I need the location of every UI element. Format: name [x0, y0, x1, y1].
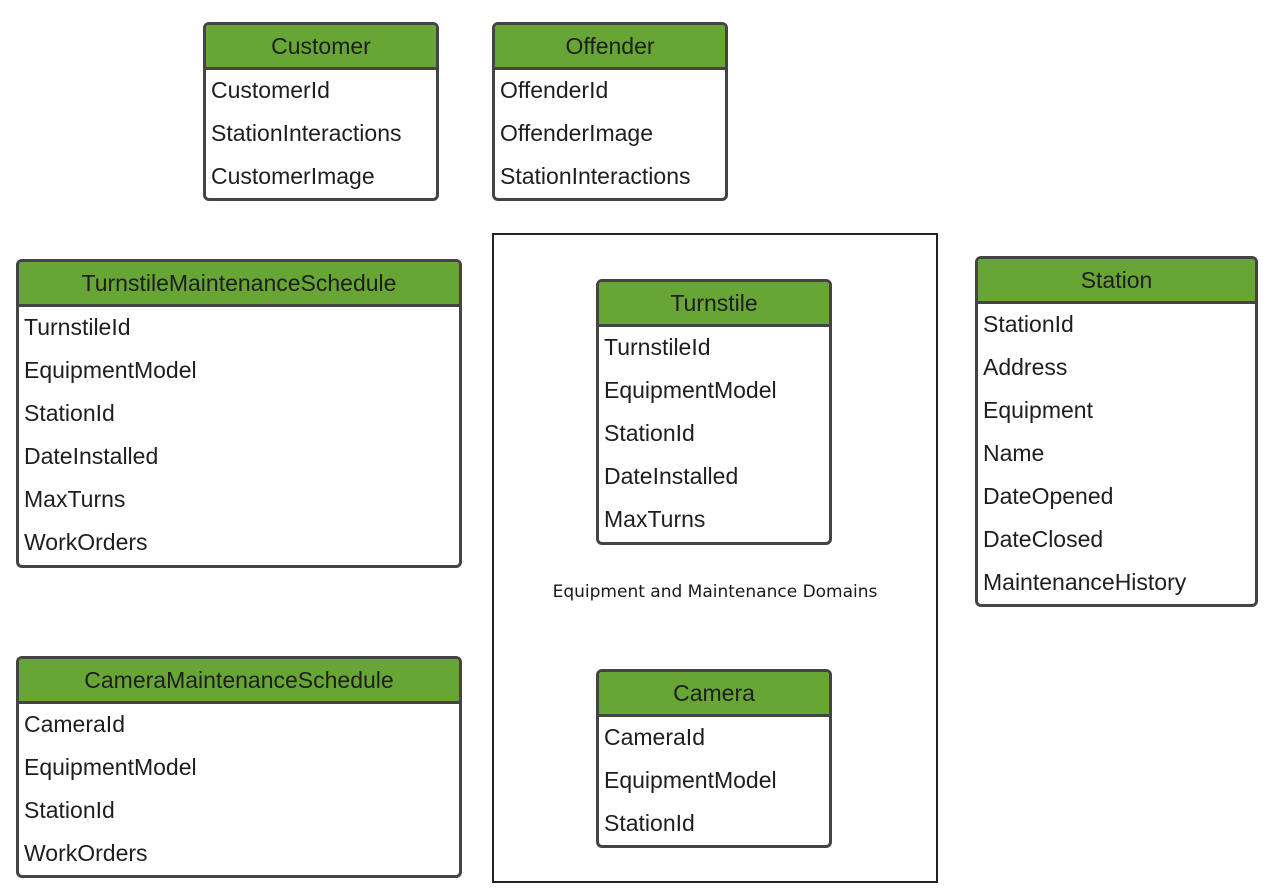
- entity-field: Address: [983, 354, 1068, 380]
- entity-field: DateInstalled: [24, 443, 159, 469]
- entity-field: StationId: [604, 420, 695, 446]
- entity-field: CameraId: [24, 711, 125, 737]
- entity-camera[interactable]: Camera CameraId EquipmentModel StationId: [596, 669, 832, 848]
- entity-field: StationId: [604, 810, 695, 836]
- entity-field: EquipmentModel: [604, 377, 777, 403]
- entity-turnstile-maintenance-schedule[interactable]: TurnstileMaintenanceSchedule TurnstileId…: [16, 259, 462, 568]
- entity-field: TurnstileId: [24, 314, 131, 340]
- entity-field: StationId: [24, 400, 115, 426]
- entity-camera-maintenance-schedule[interactable]: CameraMaintenanceSchedule CameraId Equip…: [16, 656, 462, 878]
- entity-field: CustomerImage: [211, 163, 375, 189]
- entity-field-list: CustomerId StationInteractions CustomerI…: [206, 70, 436, 198]
- entity-field: OffenderId: [500, 77, 609, 103]
- entity-field: MaintenanceHistory: [983, 569, 1187, 595]
- entity-field: EquipmentModel: [24, 754, 197, 780]
- entity-field: TurnstileId: [604, 334, 711, 360]
- entity-title: Customer: [206, 25, 436, 70]
- entity-field: DateClosed: [983, 526, 1104, 552]
- entity-field: WorkOrders: [24, 529, 148, 555]
- entity-field: OffenderImage: [500, 120, 654, 146]
- entity-field-list: OffenderId OffenderImage StationInteract…: [495, 70, 725, 198]
- entity-field: CameraId: [604, 724, 705, 750]
- entity-field-list: StationId Address Equipment Name DateOpe…: [978, 304, 1255, 604]
- entity-field: StationId: [24, 797, 115, 823]
- entity-field: CustomerId: [211, 77, 330, 103]
- entity-field: DateInstalled: [604, 463, 739, 489]
- entity-station[interactable]: Station StationId Address Equipment Name…: [975, 256, 1258, 607]
- entity-offender[interactable]: Offender OffenderId OffenderImage Statio…: [492, 22, 728, 201]
- entity-customer[interactable]: Customer CustomerId StationInteractions …: [203, 22, 439, 201]
- entity-field: Name: [983, 440, 1045, 466]
- entity-field: StationInteractions: [500, 163, 691, 189]
- entity-field: EquipmentModel: [604, 767, 777, 793]
- entity-field: StationId: [983, 311, 1074, 337]
- entity-title: CameraMaintenanceSchedule: [19, 659, 459, 704]
- entity-field-list: CameraId EquipmentModel StationId WorkOr…: [19, 704, 459, 875]
- entity-field: MaxTurns: [24, 486, 126, 512]
- entity-title: Offender: [495, 25, 725, 70]
- entity-field: WorkOrders: [24, 840, 148, 866]
- entity-field-list: TurnstileId EquipmentModel StationId Dat…: [599, 327, 829, 542]
- entity-title: Camera: [599, 672, 829, 717]
- entity-title: Turnstile: [599, 282, 829, 327]
- entity-field-list: TurnstileId EquipmentModel StationId Dat…: [19, 307, 459, 565]
- entity-turnstile[interactable]: Turnstile TurnstileId EquipmentModel Sta…: [596, 279, 832, 545]
- entity-field: Equipment: [983, 397, 1093, 423]
- entity-field: MaxTurns: [604, 506, 706, 532]
- entity-field: StationInteractions: [211, 120, 402, 146]
- entity-field: DateOpened: [983, 483, 1114, 509]
- entity-field: EquipmentModel: [24, 357, 197, 383]
- domain-label: Equipment and Maintenance Domains: [552, 582, 878, 602]
- entity-field-list: CameraId EquipmentModel StationId: [599, 717, 829, 845]
- entity-title: TurnstileMaintenanceSchedule: [19, 262, 459, 307]
- entity-title: Station: [978, 259, 1255, 304]
